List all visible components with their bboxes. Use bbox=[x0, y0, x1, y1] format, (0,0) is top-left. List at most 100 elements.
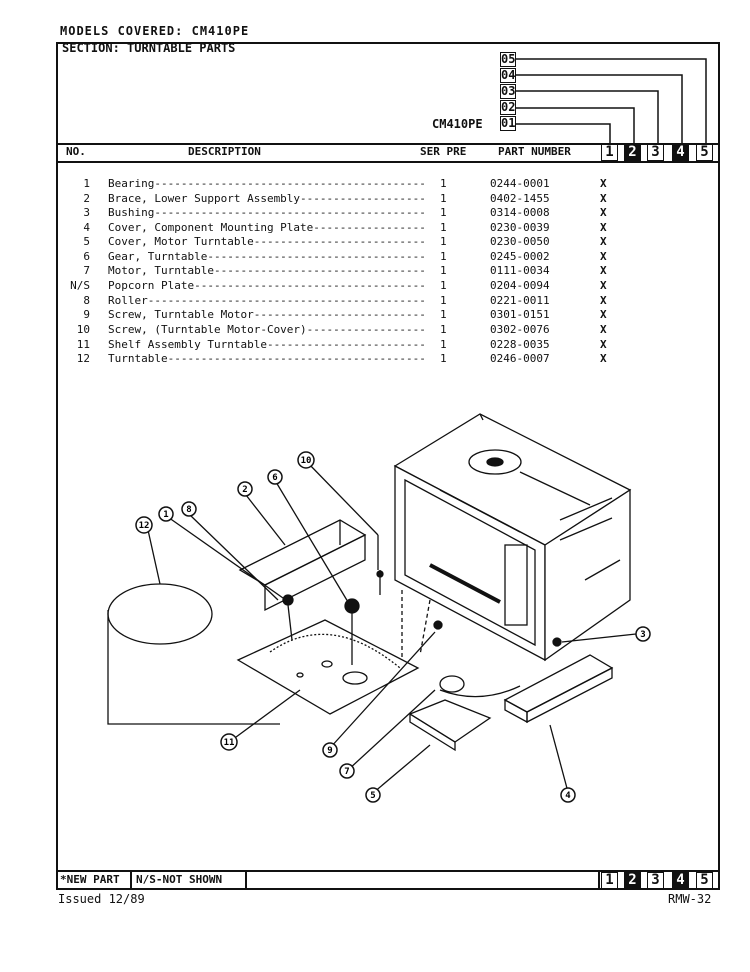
part-description: Cover, Component Mounting Plate---------… bbox=[108, 221, 426, 234]
footer-model-box-4: 4 bbox=[672, 872, 689, 889]
model-number-box-1: 1 bbox=[601, 144, 618, 161]
new-part-legend: *NEW PART bbox=[60, 873, 120, 886]
footer-model-box-2: 2 bbox=[624, 872, 641, 889]
callout-7-label: 7 bbox=[344, 767, 349, 777]
table-row: 11 Shelf Assembly Turntable--------------… bbox=[60, 338, 660, 352]
callout-1-label: 1 bbox=[163, 510, 168, 520]
part-number: 0246-0007 bbox=[490, 352, 550, 365]
model-code: CM410PE bbox=[432, 117, 483, 131]
model-number-box-3: 3 bbox=[647, 144, 664, 161]
part-description: Roller----------------------------------… bbox=[108, 294, 426, 307]
bearing-drawing bbox=[282, 594, 294, 606]
page-id: RMW-32 bbox=[668, 892, 712, 906]
part-no: 8 bbox=[83, 294, 90, 307]
model-mark: X bbox=[600, 250, 607, 263]
part-no: N/S bbox=[70, 279, 90, 292]
callout-2 bbox=[237, 481, 253, 497]
callout-9-label: 9 bbox=[327, 746, 332, 756]
part-description: Shelf Assembly Turntable----------------… bbox=[108, 338, 426, 351]
part-no: 11 bbox=[76, 338, 90, 351]
part-no: 9 bbox=[83, 308, 90, 321]
digit-code-03: 03 bbox=[500, 84, 516, 99]
part-qty: 1 bbox=[440, 221, 447, 234]
part-description: Bearing---------------------------------… bbox=[108, 177, 426, 190]
model-mark: X bbox=[600, 352, 607, 365]
part-qty: 1 bbox=[440, 206, 447, 219]
part-qty: 1 bbox=[440, 294, 447, 307]
part-number: 0402-1455 bbox=[490, 192, 550, 205]
part-number: 0314-0008 bbox=[490, 206, 550, 219]
callout-6 bbox=[267, 469, 283, 485]
page-frame bbox=[56, 42, 720, 890]
part-description: Cover, Motor Turntable------------------… bbox=[108, 235, 426, 248]
part-description: Screw, (Turntable Motor-Cover)----------… bbox=[108, 323, 426, 336]
oven-cavity-drawing bbox=[393, 413, 632, 662]
col-header-description: DESCRIPTION bbox=[188, 145, 261, 158]
part-number: 0204-0094 bbox=[490, 279, 550, 292]
part-qty: 1 bbox=[440, 192, 447, 205]
part-qty: 1 bbox=[440, 264, 447, 277]
callout-1 bbox=[158, 506, 174, 522]
model-number-box-5: 5 bbox=[696, 144, 713, 161]
part-number: 0230-0050 bbox=[490, 235, 550, 248]
callout-11 bbox=[220, 733, 238, 751]
model-mark: X bbox=[600, 192, 607, 205]
model-number-box-2: 2 bbox=[624, 144, 641, 161]
part-number: 0301-0151 bbox=[490, 308, 550, 321]
col-header-ser-pre: SER PRE bbox=[420, 145, 467, 158]
footer-divider bbox=[245, 870, 247, 890]
footer-model-box-5: 5 bbox=[696, 872, 713, 889]
model-code-leaders bbox=[516, 58, 707, 143]
digit-code-05: 05 bbox=[500, 52, 516, 67]
part-no: 12 bbox=[76, 352, 90, 365]
table-row: 8 Roller---------------------------------… bbox=[60, 294, 660, 308]
model-mark: X bbox=[600, 206, 607, 219]
col-header-no: NO. bbox=[66, 145, 86, 158]
callout-4-label: 4 bbox=[565, 791, 571, 801]
callout-10 bbox=[297, 451, 315, 469]
callout-6-label: 6 bbox=[272, 473, 277, 483]
part-qty: 1 bbox=[440, 235, 447, 248]
part-no: 3 bbox=[83, 206, 90, 219]
footer-divider bbox=[130, 870, 132, 890]
part-qty: 1 bbox=[440, 323, 447, 336]
table-row: 12 Turntable-----------------------------… bbox=[60, 352, 660, 366]
part-qty: 1 bbox=[440, 279, 447, 292]
part-no: 6 bbox=[83, 250, 90, 263]
callout-10-label: 10 bbox=[301, 456, 312, 466]
callout-7 bbox=[339, 763, 355, 779]
component-cover-drawing bbox=[503, 654, 614, 713]
brace-drawing bbox=[238, 519, 367, 586]
part-number: 0244-0001 bbox=[490, 177, 550, 190]
not-shown-legend: N/S-NOT SHOWN bbox=[136, 873, 223, 886]
part-qty: 1 bbox=[440, 352, 447, 365]
table-header-row bbox=[56, 143, 720, 163]
table-row: 4 Cover, Component Mounting Plate--------… bbox=[60, 221, 660, 235]
part-qty: 1 bbox=[440, 308, 447, 321]
footer-row bbox=[56, 870, 720, 890]
callout-8-label: 8 bbox=[186, 505, 191, 515]
footer-divider bbox=[598, 870, 600, 890]
part-no: 4 bbox=[83, 221, 90, 234]
table-row: 10 Screw, (Turntable Motor-Cover)--------… bbox=[60, 323, 660, 337]
model-mark: X bbox=[600, 279, 607, 292]
callout-5-label: 5 bbox=[370, 791, 375, 801]
model-mark: X bbox=[600, 177, 607, 190]
part-no: 10 bbox=[76, 323, 90, 336]
model-mark: X bbox=[600, 338, 607, 351]
part-no: 7 bbox=[83, 264, 90, 277]
part-number: 0302-0076 bbox=[490, 323, 550, 336]
part-description: Turntable-------------------------------… bbox=[108, 352, 426, 365]
part-no: 2 bbox=[83, 192, 90, 205]
col-header-part-number: PART NUMBER bbox=[498, 145, 571, 158]
callout-12 bbox=[135, 516, 153, 534]
turntable-drawing bbox=[107, 583, 213, 645]
part-description: Popcorn Plate---------------------------… bbox=[108, 279, 426, 292]
